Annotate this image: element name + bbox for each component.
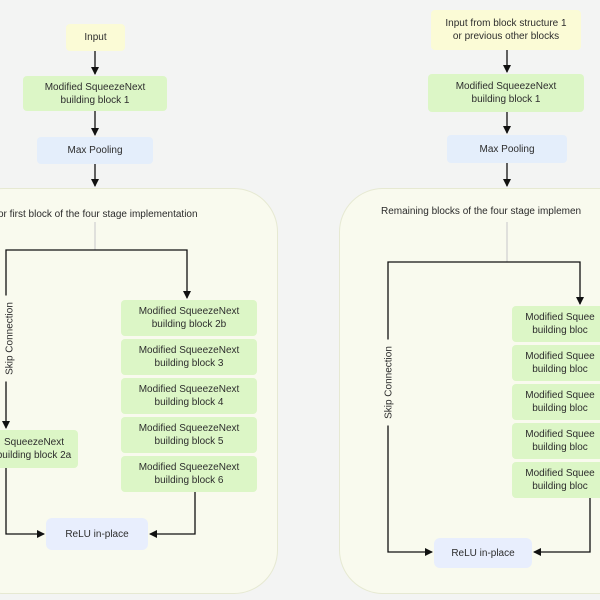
right-block-2b: Modified Squee building bloc <box>512 306 600 342</box>
right-max-pooling: Max Pooling <box>447 135 567 163</box>
right-region-label: Remaining blocks of the four stage imple… <box>381 206 582 217</box>
right-block-3: Modified Squee building bloc <box>512 345 600 381</box>
left-block-2b: Modified SqueezeNext building block 2b <box>121 300 257 336</box>
left-region-label: or first block of the four stage impleme… <box>0 209 198 220</box>
left-block-2a: SqueezeNext building block 2a <box>0 430 78 468</box>
right-block-4: Modified Squee building bloc <box>512 384 600 420</box>
left-input-box: Input <box>66 24 125 51</box>
right-block-5: Modified Squee building bloc <box>512 423 600 459</box>
left-skip-connection-label: Skip Connection <box>4 295 16 382</box>
right-block-1: Modified SqueezeNext building block 1 <box>428 74 584 112</box>
right-skip-connection-label: Skip Connection <box>383 339 395 426</box>
right-relu-box: ReLU in-place <box>434 538 532 568</box>
left-max-pooling: Max Pooling <box>37 137 153 164</box>
left-block-1: Modified SqueezeNext building block 1 <box>23 76 167 111</box>
left-block-3: Modified SqueezeNext building block 3 <box>121 339 257 375</box>
left-block-5: Modified SqueezeNext building block 5 <box>121 417 257 453</box>
left-relu-box: ReLU in-place <box>46 518 148 550</box>
left-block-4: Modified SqueezeNext building block 4 <box>121 378 257 414</box>
left-block-6: Modified SqueezeNext building block 6 <box>121 456 257 492</box>
right-input-box: Input from block structure 1 or previous… <box>431 10 581 50</box>
right-block-6: Modified Squee building bloc <box>512 462 600 498</box>
